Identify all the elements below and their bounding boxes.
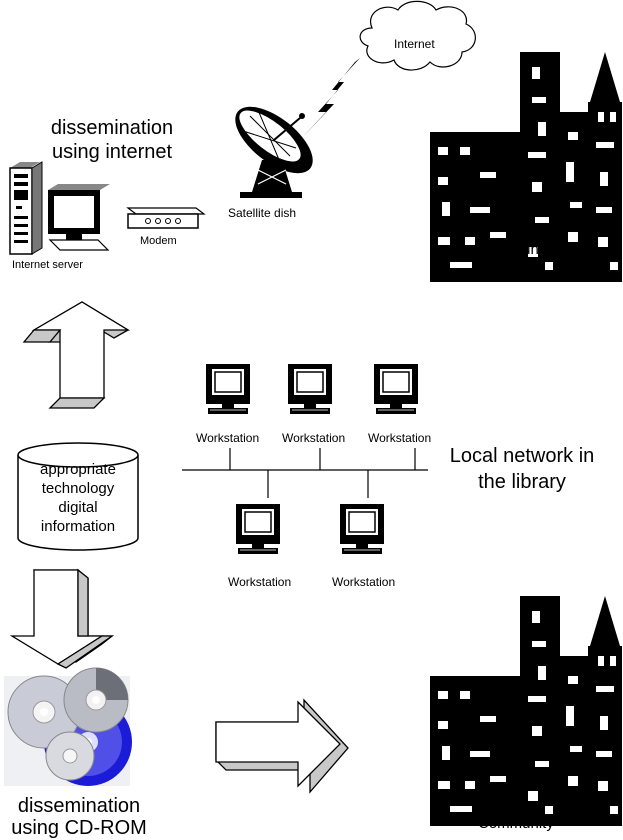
workstation-2-label: Workstation xyxy=(282,431,346,445)
workstation-4-label: Workstation xyxy=(228,575,292,589)
local-network-label-line2: the library xyxy=(478,471,566,493)
community-top-label: Community xyxy=(478,241,554,258)
database-line1: appropriate xyxy=(40,461,116,478)
satellite-dish-label: Satellite dish xyxy=(228,206,297,220)
dissemination-cdrom-line1: dissemination xyxy=(17,795,141,817)
workstation-4-icon xyxy=(235,503,281,555)
internet-cloud-label: Internet xyxy=(394,37,435,51)
workstation-5-label: Workstation xyxy=(332,575,396,589)
internet-cloud-shape xyxy=(359,0,476,71)
dissemination-cdrom-line2: using CD-ROM xyxy=(11,817,147,839)
cd-rom-discs-icon xyxy=(4,667,132,786)
city-skyline-bottom-icon xyxy=(430,596,622,826)
database-line4: information xyxy=(40,518,116,535)
workstation-3-icon xyxy=(373,363,419,415)
dissemination-internet-line2: using internet xyxy=(51,141,173,163)
signal-bolt-icon xyxy=(300,58,360,140)
modem-icon xyxy=(126,207,206,229)
internet-server-icon xyxy=(9,161,43,255)
database-line2: technology xyxy=(41,480,115,497)
rightward-arrow xyxy=(215,698,349,794)
database-line3: digital xyxy=(58,499,98,516)
community-bottom-label: Community xyxy=(478,815,554,832)
internet-server-label: Internet server xyxy=(12,259,83,271)
server-monitor-icon xyxy=(48,184,110,251)
local-network-lines xyxy=(182,448,428,498)
workstation-3-label: Workstation xyxy=(368,431,432,445)
workstation-1-icon xyxy=(205,363,251,415)
workstation-2-icon xyxy=(287,363,333,415)
local-network-label-line1: Local network in xyxy=(449,445,595,467)
downward-arrow xyxy=(9,568,115,669)
workstation-1-label: Workstation xyxy=(196,431,260,445)
modem-label: Modem xyxy=(140,235,177,247)
upward-arrow xyxy=(22,301,131,409)
workstation-5-icon xyxy=(339,503,385,555)
dissemination-internet-line1: dissemination xyxy=(50,117,174,139)
digital-information-cylinder xyxy=(17,442,139,551)
satellite-dish-icon xyxy=(235,106,313,198)
